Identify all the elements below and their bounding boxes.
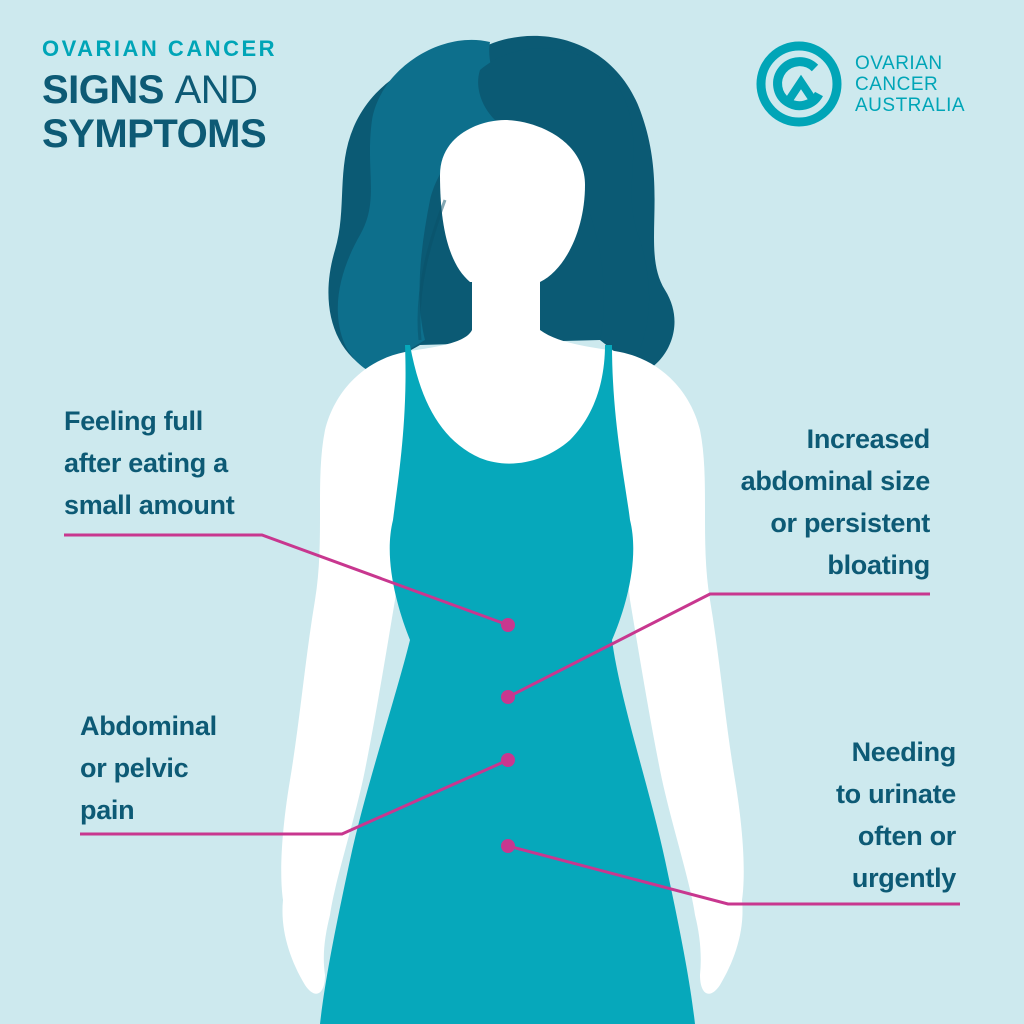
symptom-line: often or — [857, 821, 956, 851]
symptom-line: bloating — [827, 550, 930, 580]
symptom-line: Abdominal — [80, 711, 217, 741]
symptom-line: or pelvic — [80, 753, 189, 783]
title-signs: SIGNS — [42, 68, 164, 112]
symptom-abdominal-pain: Abdominal or pelvic pain — [80, 705, 217, 831]
pointer-bloating-line — [507, 592, 930, 699]
logo-line-3: AUSTRALIA — [855, 94, 966, 116]
symptom-line: Needing — [851, 737, 957, 767]
skin-body — [281, 270, 744, 994]
logo-line-1: OVARIAN — [855, 52, 943, 74]
symptom-line: to urinate — [835, 779, 956, 809]
symptom-line: or persistent — [770, 508, 930, 538]
symptom-line: abdominal size — [740, 466, 931, 496]
logo-line-2: CANCER — [855, 73, 939, 95]
symptom-line: after eating a — [64, 448, 228, 478]
title-line-1: SIGNS AND — [42, 68, 277, 112]
symptom-urinate: Needing to urinate often or urgently — [836, 731, 956, 899]
pointer-urinate-line — [507, 844, 960, 906]
hair-strand — [417, 199, 447, 341]
title-and: AND — [174, 68, 258, 112]
page-title: SIGNS AND SYMPTOMS — [42, 68, 277, 156]
title-kicker: OVARIAN CANCER — [42, 36, 278, 61]
ovarian-cancer-australia-logo: OVARIAN CANCER AUSTRALIA — [755, 40, 965, 128]
pointer-bloating-dot — [501, 690, 515, 704]
title-block: OVARIAN CANCER SIGNS AND SYMPTOMS — [42, 36, 277, 156]
symptom-line: Feeling full — [64, 406, 203, 436]
logo-mark-icon — [756, 41, 842, 127]
title-line-2: SYMPTOMS — [42, 112, 267, 156]
pointer-pain-dot — [501, 753, 515, 767]
dress — [320, 345, 695, 1024]
symptom-line: Increased — [806, 424, 931, 454]
pointer-pain-line — [80, 758, 509, 836]
symptom-feeling-full: Feeling full after eating a small amount — [64, 400, 235, 526]
hair-front — [337, 39, 520, 372]
pointer-full-dot — [501, 618, 515, 632]
pointer-full-line — [64, 533, 509, 627]
symptom-line: pain — [80, 795, 135, 825]
logo-wordmark: OVARIAN CANCER AUSTRALIA — [855, 53, 965, 116]
pointer-urinate-dot — [501, 839, 515, 853]
symptom-line: small amount — [64, 490, 235, 520]
face — [440, 120, 585, 282]
symptom-bloating: Increased abdominal size or persistent b… — [740, 418, 931, 586]
symptom-line: urgently — [851, 863, 956, 893]
